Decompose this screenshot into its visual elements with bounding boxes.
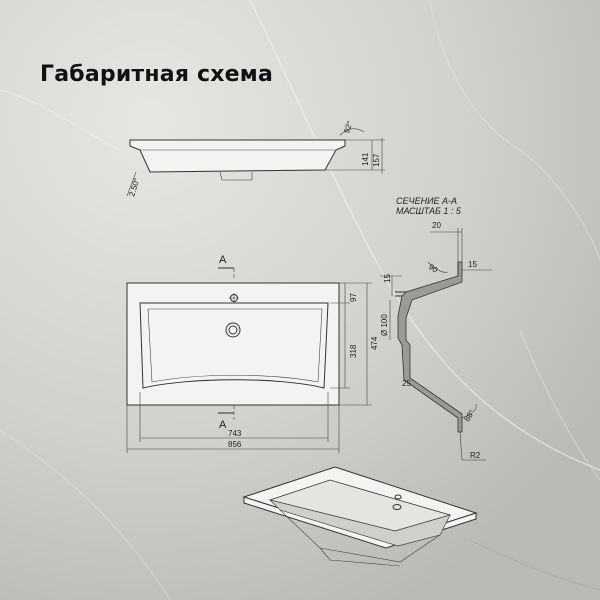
drain-angle-label: 2.50° — [127, 177, 141, 198]
angle-90: 90 — [427, 262, 440, 275]
page-title: Габаритная схема — [40, 62, 273, 87]
cut-label-top: A — [219, 254, 227, 266]
dim-743: 743 — [228, 429, 242, 438]
dim-20: 20 — [432, 221, 441, 230]
cut-label-bottom: A — [219, 419, 227, 431]
section-title: СЕЧЕНИЕ А-А — [396, 196, 457, 206]
section-view: СЕЧЕНИЕ А-А МАСШТАБ 1 : 5 20 15 90 15 Ø … — [380, 196, 492, 461]
dim-318: 318 — [349, 344, 358, 358]
side-angle-label: 92° — [342, 120, 355, 134]
dim-15-top: 15 — [468, 260, 477, 269]
dim-15-left: 15 — [383, 274, 392, 283]
side-dim-inner: 141 — [361, 152, 370, 166]
dim-856: 856 — [228, 440, 242, 449]
top-view: A A 97 318 474 743 856 — [126, 254, 379, 453]
side-dim-total: 157 — [372, 153, 381, 167]
dim-474: 474 — [370, 336, 379, 350]
section-scale: МАСШТАБ 1 : 5 — [396, 206, 462, 216]
radius-r2: R2 — [470, 451, 481, 460]
dim-d100: Ø 100 — [380, 314, 389, 336]
dim-97: 97 — [349, 293, 358, 302]
side-view: 92° 141 157 2.50° — [126, 120, 385, 198]
perspective-view — [242, 466, 478, 567]
dim-25: 25 — [402, 379, 411, 388]
